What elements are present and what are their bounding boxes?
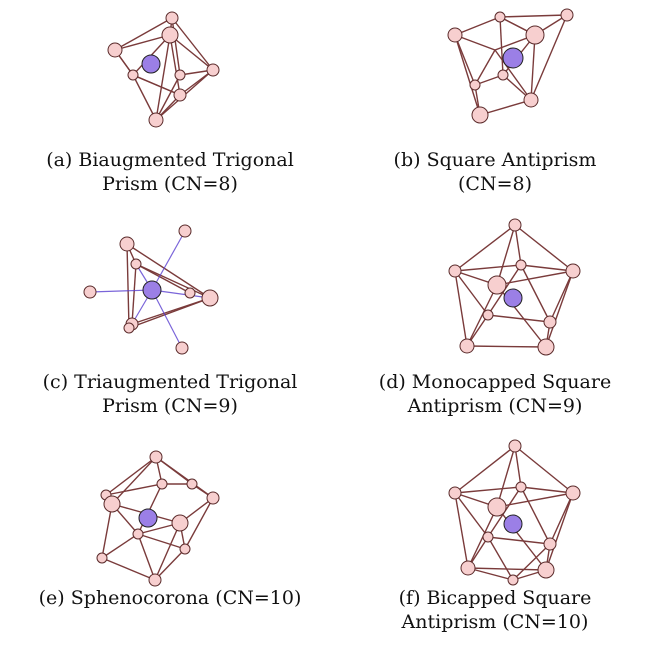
caption-a: (a) Biaugmented Trigonal Prism (CN=8)	[20, 148, 320, 196]
caption-f-line1: (f) Bicapped Square	[398, 587, 592, 609]
caption-d: (d) Monocapped Square Antiprism (CN=9)	[345, 370, 645, 418]
polyhedron-d	[448, 218, 581, 356]
panel-c: (c) Triaugmented Trigonal Prism (CN=9)	[20, 218, 320, 428]
caption-c-line2: Prism (CN=9)	[102, 395, 238, 417]
caption-b-line2: (CN=8)	[458, 173, 532, 195]
center-atom-b	[502, 47, 524, 69]
panel-a: (a) Biaugmented Trigonal Prism (CN=8)	[20, 0, 320, 210]
polyhedron-a	[107, 11, 220, 128]
caption-c-line1: (c) Triaugmented Trigonal	[42, 371, 298, 393]
center-atom-f	[503, 514, 523, 534]
polyhedron-c	[83, 224, 219, 355]
ligand-atoms-f	[448, 439, 581, 586]
caption-b-line1: (b) Square Antiprism	[393, 149, 597, 171]
polyhedron-e	[96, 450, 220, 587]
caption-e-line1: (e) Sphenocorona (CN=10)	[38, 587, 302, 609]
center-atom-d	[503, 288, 523, 308]
panel-f: (f) Bicapped Square Antiprism (CN=10)	[345, 439, 645, 662]
caption-f: (f) Bicapped Square Antiprism (CN=10)	[345, 586, 645, 634]
caption-d-line2: Antiprism (CN=9)	[407, 395, 583, 417]
caption-f-line2: Antiprism (CN=10)	[401, 611, 589, 633]
ligand-atoms-d	[448, 218, 581, 356]
ligand-atoms-e	[96, 450, 220, 587]
caption-c: (c) Triaugmented Trigonal Prism (CN=9)	[20, 370, 320, 418]
ligand-atoms-a	[107, 11, 220, 128]
center-atom-c	[142, 280, 162, 300]
polyhedron-b	[447, 8, 574, 124]
panel-b: (b) Square Antiprism (CN=8)	[345, 0, 645, 210]
caption-b: (b) Square Antiprism (CN=8)	[345, 148, 645, 196]
caption-a-line1: (a) Biaugmented Trigonal	[46, 149, 294, 171]
panel-e: (e) Sphenocorona (CN=10)	[20, 440, 320, 662]
center-atom-e	[138, 508, 158, 528]
caption-a-line2: Prism (CN=8)	[102, 173, 238, 195]
panel-d: (d) Monocapped Square Antiprism (CN=9)	[345, 218, 645, 428]
caption-e: (e) Sphenocorona (CN=10)	[20, 586, 320, 610]
caption-d-line1: (d) Monocapped Square	[378, 371, 612, 393]
ligand-atoms-b	[447, 8, 574, 124]
ligand-atoms-c	[83, 224, 219, 355]
polyhedron-f	[448, 439, 581, 586]
center-atom-a	[141, 54, 161, 74]
